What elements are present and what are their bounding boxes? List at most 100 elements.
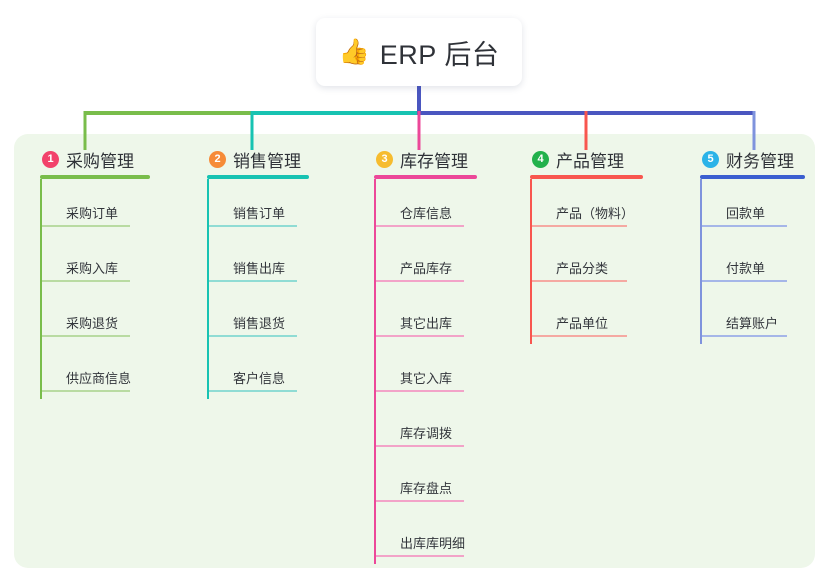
leaf-item[interactable]: 销售订单 (207, 179, 317, 234)
leaf-label: 库存盘点 (400, 481, 453, 496)
branch-spine-5 (700, 179, 702, 344)
branch-items-4: 产品（物料） 产品分类产品单位 (530, 179, 648, 344)
branch-4: 4 产品管理产品（物料） 产品分类产品单位 (530, 148, 648, 344)
branch-rule-2 (207, 175, 309, 179)
leaf-label: 产品库存 (400, 261, 453, 276)
thumbs-up-icon: 👍 (338, 37, 370, 66)
branch-badge-4: 4 (532, 150, 549, 168)
branch-header-4[interactable]: 4 产品管理 (530, 148, 648, 171)
leaf-item[interactable]: 产品分类 (530, 234, 648, 289)
leaf-rule (42, 225, 130, 227)
leaf-label: 产品分类 (556, 261, 609, 276)
leaf-rule (532, 225, 627, 227)
branch-items-1: 采购订单采购入库采购退货供应商信息 (40, 179, 158, 399)
leaf-item[interactable]: 采购入库 (40, 234, 158, 289)
leaf-label: 出库库明细 (400, 536, 466, 551)
branch-title-4: 产品管理 (556, 151, 624, 171)
leaf-item[interactable]: 其它入库 (374, 344, 479, 399)
branch-spine-2 (207, 179, 209, 399)
leaf-rule (376, 225, 464, 227)
leaf-label: 销售订单 (233, 206, 286, 221)
branch-rule-1 (40, 175, 150, 179)
leaf-rule (42, 390, 130, 392)
leaf-label: 产品（物料） (556, 206, 635, 221)
leaf-rule (376, 500, 464, 502)
leaf-item[interactable]: 供应商信息 (40, 344, 158, 399)
leaf-rule (209, 335, 297, 337)
leaf-label: 其它出库 (400, 316, 453, 331)
leaf-item[interactable]: 客户信息 (207, 344, 317, 399)
leaf-rule (532, 280, 627, 282)
leaf-item[interactable]: 出库库明细 (374, 509, 479, 564)
leaf-label: 产品单位 (556, 316, 609, 331)
leaf-label: 采购退货 (66, 316, 119, 331)
branch-title-2: 销售管理 (233, 151, 301, 171)
leaf-item[interactable]: 销售出库 (207, 234, 317, 289)
leaf-item[interactable]: 结算账户 (700, 289, 808, 344)
branch-items-5: 回款单付款单结算账户 (700, 179, 808, 344)
leaf-rule (376, 390, 464, 392)
leaf-item[interactable]: 采购订单 (40, 179, 158, 234)
leaf-label: 销售出库 (233, 261, 286, 276)
leaf-label: 回款单 (726, 206, 766, 221)
leaf-rule (376, 445, 464, 447)
leaf-rule (702, 335, 787, 337)
leaf-label: 其它入库 (400, 371, 453, 386)
leaf-label: 供应商信息 (66, 371, 132, 386)
leaf-label: 客户信息 (233, 371, 286, 386)
diagram-panel (14, 134, 815, 568)
leaf-label: 采购订单 (66, 206, 119, 221)
branch-spine-1 (40, 179, 42, 399)
branch-1: 1 采购管理采购订单采购入库采购退货供应商信息 (40, 148, 158, 399)
branch-title-1: 采购管理 (66, 151, 134, 171)
branch-rule-3 (374, 175, 477, 179)
leaf-item[interactable]: 仓库信息 (374, 179, 479, 234)
leaf-item[interactable]: 付款单 (700, 234, 808, 289)
leaf-item[interactable]: 采购退货 (40, 289, 158, 344)
branch-items-3: 仓库信息产品库存其它出库其它入库库存调拨库存盘点出库库明细 (374, 179, 479, 564)
leaf-label: 库存调拨 (400, 426, 453, 441)
leaf-rule (376, 280, 464, 282)
branch-3: 3 库存管理仓库信息产品库存其它出库其它入库库存调拨库存盘点出库库明细 (374, 148, 479, 564)
branch-header-3[interactable]: 3 库存管理 (374, 148, 479, 171)
branch-items-2: 销售订单销售出库销售退货客户信息 (207, 179, 317, 399)
leaf-label: 采购入库 (66, 261, 119, 276)
leaf-label: 销售退货 (233, 316, 286, 331)
leaf-label: 仓库信息 (400, 206, 453, 221)
leaf-item[interactable]: 产品单位 (530, 289, 648, 344)
leaf-label: 结算账户 (726, 316, 779, 331)
leaf-label: 付款单 (726, 261, 766, 276)
leaf-rule (42, 280, 130, 282)
branch-badge-2: 2 (209, 150, 226, 168)
branch-badge-1: 1 (42, 150, 59, 168)
leaf-item[interactable]: 产品（物料） (530, 179, 648, 234)
leaf-item[interactable]: 库存调拨 (374, 399, 479, 454)
branch-title-5: 财务管理 (726, 151, 794, 171)
leaf-rule (42, 335, 130, 337)
leaf-item[interactable]: 产品库存 (374, 234, 479, 289)
leaf-rule (209, 225, 297, 227)
branch-spine-4 (530, 179, 532, 344)
branch-header-2[interactable]: 2 销售管理 (207, 148, 317, 171)
root-title: ERP 后台 (379, 39, 500, 70)
branch-header-1[interactable]: 1 采购管理 (40, 148, 158, 171)
leaf-rule (209, 280, 297, 282)
branch-title-3: 库存管理 (400, 151, 468, 171)
leaf-item[interactable]: 其它出库 (374, 289, 479, 344)
leaf-item[interactable]: 销售退货 (207, 289, 317, 344)
branch-badge-3: 3 (376, 150, 393, 168)
leaf-item[interactable]: 库存盘点 (374, 454, 479, 509)
branch-2: 2 销售管理销售订单销售出库销售退货客户信息 (207, 148, 317, 399)
leaf-rule (702, 280, 787, 282)
leaf-rule (209, 390, 297, 392)
root-node[interactable]: 👍 ERP 后台 (316, 18, 522, 86)
leaf-rule (702, 225, 787, 227)
leaf-item[interactable]: 回款单 (700, 179, 808, 234)
leaf-rule (532, 335, 627, 337)
branch-rule-4 (530, 175, 643, 179)
leaf-rule (376, 335, 464, 337)
branch-rule-5 (700, 175, 805, 179)
